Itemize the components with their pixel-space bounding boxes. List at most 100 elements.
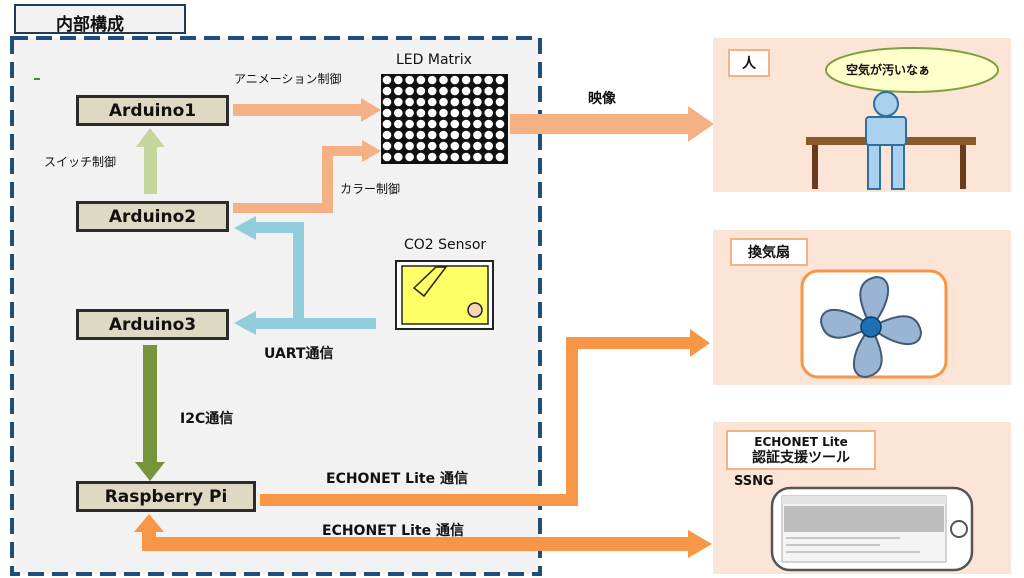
led-dot (416, 141, 426, 151)
led-dot (461, 152, 471, 162)
led-dot (416, 152, 426, 162)
led-dot (439, 141, 448, 151)
led-dot (461, 141, 471, 151)
led-dot (439, 152, 448, 162)
video-label: 映像 (588, 91, 616, 107)
led-dot (427, 141, 437, 151)
person-panel-title: 人 (728, 49, 770, 77)
led-dot (450, 130, 460, 140)
led-dot (450, 75, 460, 85)
arrow-uart-to-arduino3 (234, 311, 376, 335)
co2-sensor-graphic (395, 260, 494, 330)
ssng-title-line2: 認証支援ツール (752, 450, 850, 466)
led-dot (473, 130, 482, 140)
led-dot (484, 97, 494, 107)
led-dot (427, 86, 437, 96)
led-matrix-label: LED Matrix (396, 52, 472, 68)
led-dot (495, 152, 505, 162)
led-dot (473, 86, 482, 96)
led-dot (495, 97, 505, 107)
arduino1-box: Arduino1 (76, 95, 229, 126)
led-dot (473, 108, 482, 118)
led-dot (461, 86, 471, 96)
fan-illustration (800, 269, 948, 379)
led-dot (416, 119, 426, 129)
arduino3-box: Arduino3 (76, 309, 229, 340)
led-dot (461, 119, 471, 129)
led-dot (484, 108, 494, 118)
led-dot (405, 141, 414, 151)
led-dot (450, 108, 460, 118)
led-dot (484, 86, 494, 96)
uart-label: UART通信 (264, 346, 334, 362)
led-dot (439, 86, 448, 96)
ssng-label: SSNG (734, 474, 774, 489)
echonet-label-2: ECHONET Lite 通信 (322, 523, 464, 539)
led-dot (495, 86, 505, 96)
led-dot (473, 152, 482, 162)
i2c-label: I2C通信 (180, 411, 234, 427)
led-dot (382, 152, 392, 162)
led-dot (382, 119, 392, 129)
led-dot (394, 141, 403, 151)
led-dot (394, 75, 403, 85)
arduino2-box: Arduino2 (76, 201, 229, 232)
led-dot (484, 130, 494, 140)
led-dot (394, 97, 403, 107)
led-dot (394, 152, 403, 162)
led-dot (450, 141, 460, 151)
led-dot (495, 108, 505, 118)
led-dot (427, 97, 437, 107)
led-dot (495, 119, 505, 129)
led-dot (405, 75, 414, 85)
raspberry-pi-box: Raspberry Pi (76, 481, 256, 512)
led-dot (461, 75, 471, 85)
led-dot (405, 108, 414, 118)
led-dot (405, 130, 414, 140)
person-speech-text: 空気が汚いなぁ (846, 63, 931, 77)
led-dot (484, 152, 494, 162)
arrow-switch-control (136, 128, 165, 194)
led-dot (439, 119, 448, 129)
led-dot (461, 130, 471, 140)
led-dot (427, 119, 437, 129)
led-dot (416, 130, 426, 140)
led-dot (416, 108, 426, 118)
arrow-uart-to-arduino2 (234, 216, 304, 328)
person-illustration (806, 47, 999, 190)
led-dot (484, 119, 494, 129)
led-dot (416, 75, 426, 85)
arrow-echonet-to-fan (260, 329, 710, 506)
led-dot (473, 119, 482, 129)
led-dot (495, 130, 505, 140)
co2-sensor-label: CO2 Sensor (404, 237, 487, 253)
led-dot (473, 141, 482, 151)
led-matrix-graphic (381, 74, 508, 164)
ssng-panel-title: ECHONET Lite 認証支援ツール (726, 430, 876, 470)
led-dot (439, 97, 448, 107)
led-dot (461, 97, 471, 107)
led-dot (473, 75, 482, 85)
led-dot (484, 75, 494, 85)
accent-dash (34, 78, 40, 80)
arrow-video (510, 106, 714, 142)
led-dot (394, 86, 403, 96)
arrow-echonet-ssng (134, 514, 712, 558)
led-dot (382, 75, 392, 85)
switch-control-label: スイッチ制御 (44, 155, 117, 169)
led-dot (382, 141, 392, 151)
led-dot (382, 97, 392, 107)
led-dot (394, 119, 403, 129)
animation-control-label: アニメーション制御 (234, 72, 342, 86)
ssng-tablet-illustration (770, 486, 974, 572)
led-dot (405, 86, 414, 96)
color-control-label: カラー制御 (340, 182, 401, 196)
led-dot (461, 108, 471, 118)
section-title: 内部構成 (14, 4, 186, 35)
arrow-color-control (233, 140, 381, 213)
fan-panel-title: 換気扇 (730, 238, 808, 266)
led-dot (382, 130, 392, 140)
led-dot (439, 75, 448, 85)
